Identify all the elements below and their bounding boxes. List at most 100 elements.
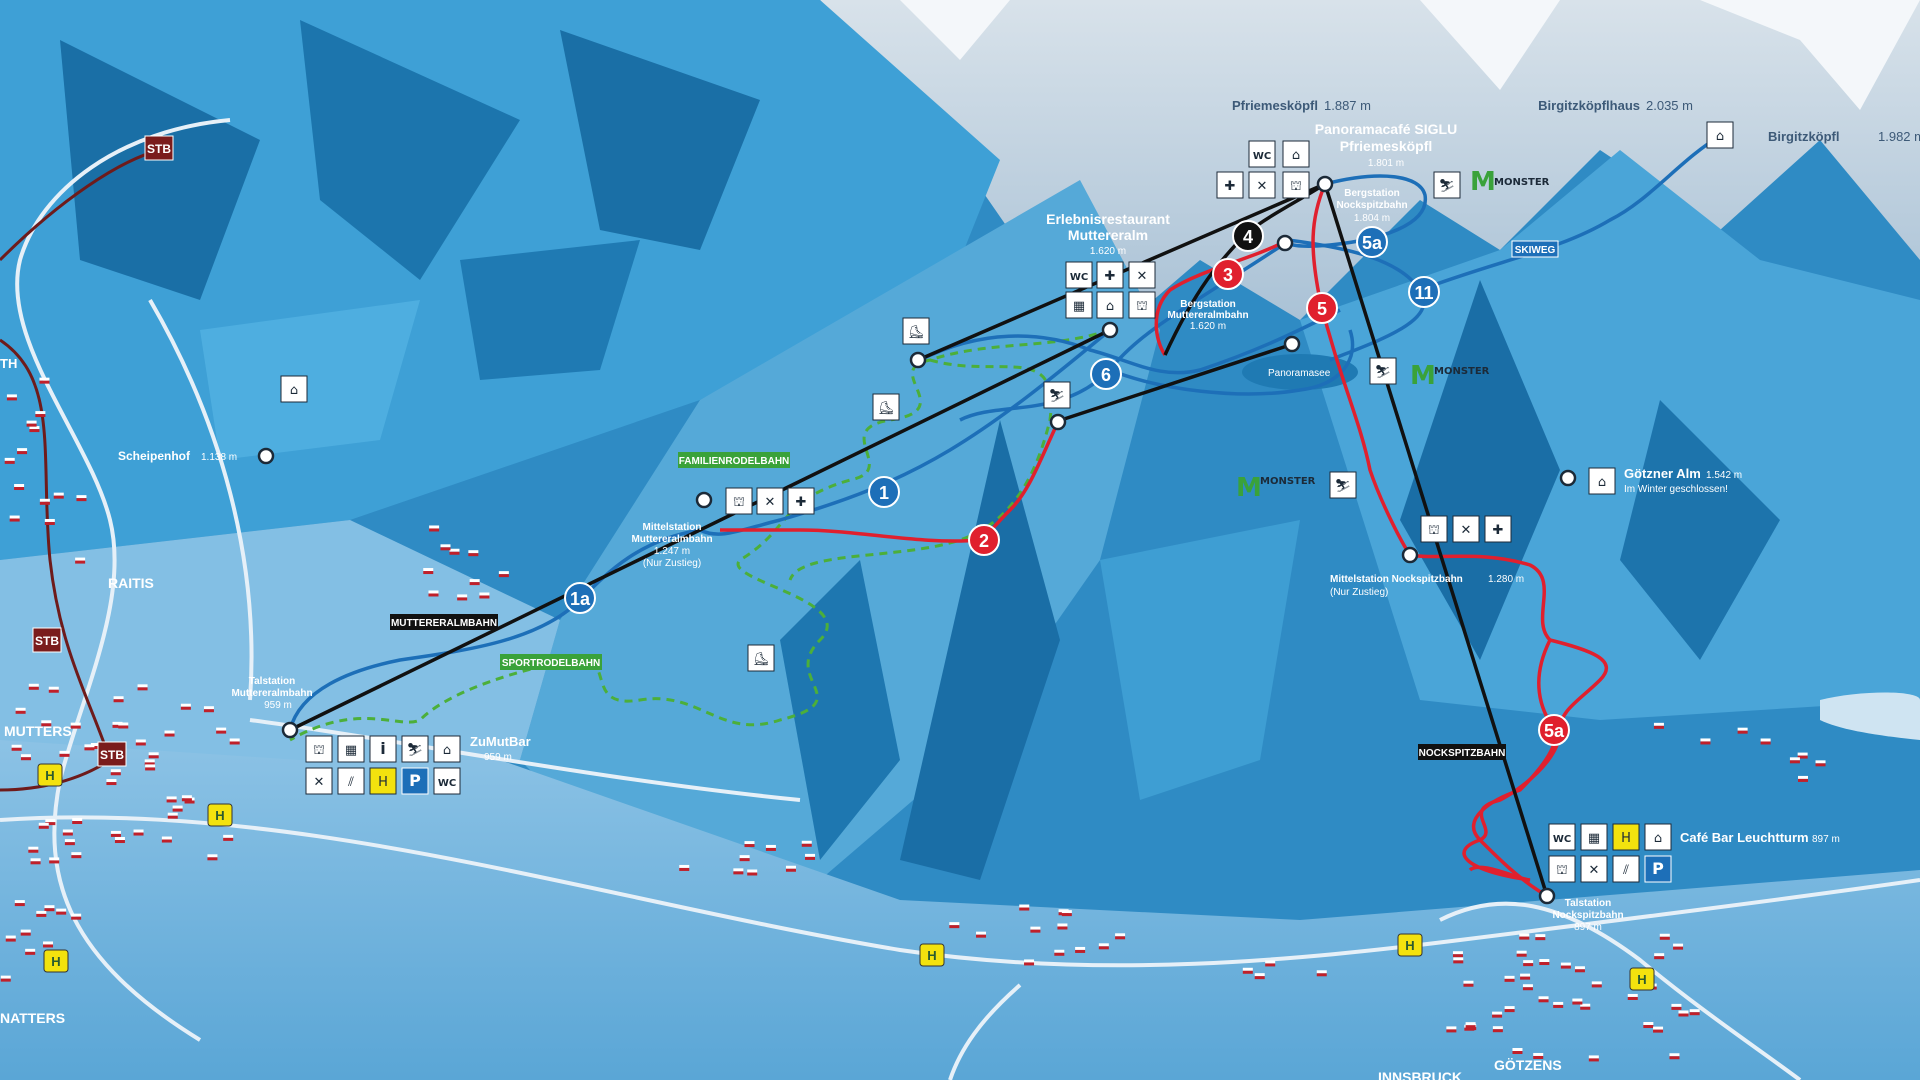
house-roof bbox=[1580, 1006, 1591, 1010]
run-marker-5a-top[interactable]: 5a bbox=[1356, 226, 1388, 258]
station-talstation-nockspitzbahn[interactable] bbox=[1538, 887, 1556, 905]
run-marker-11[interactable]: 11 bbox=[1408, 276, 1440, 308]
gondola-icon[interactable]: ⛫ bbox=[1548, 855, 1576, 883]
house-roof bbox=[1523, 963, 1534, 967]
gondola-icon[interactable]: ⛫ bbox=[725, 487, 753, 515]
ski-rental-icon[interactable]: ⫽ bbox=[337, 767, 365, 795]
restaurant-icon[interactable]: ✕ bbox=[1580, 855, 1608, 883]
first-aid-icon[interactable]: ✚ bbox=[1484, 515, 1512, 543]
run-marker-5a[interactable]: 5a bbox=[1538, 714, 1570, 746]
hut-icon[interactable]: ⌂ bbox=[1282, 140, 1310, 168]
wc-icon[interactable]: WC bbox=[1065, 261, 1093, 289]
restaurant-icon[interactable]: ✕ bbox=[305, 767, 333, 795]
mittel-nock-note: (Nur Zustieg) bbox=[1330, 587, 1388, 598]
house bbox=[457, 594, 468, 598]
house bbox=[1588, 1055, 1599, 1059]
birgitzkoepflhaus-alt: 2.035 m bbox=[1646, 98, 1693, 113]
snowpark-icon[interactable]: ⛷ bbox=[1369, 357, 1397, 385]
mittel-nock-l1: Mittelstation Nockspitzbahn bbox=[1330, 574, 1463, 585]
muttereralmbahn-tag: MUTTERERALMBAHN bbox=[390, 614, 498, 630]
gondola-icon[interactable]: ⛫ bbox=[1128, 291, 1156, 319]
station-lift-end[interactable] bbox=[1049, 413, 1067, 431]
run-marker-3[interactable]: 3 bbox=[1212, 258, 1244, 290]
house bbox=[1797, 775, 1808, 779]
sled-icon[interactable]: ⛸ bbox=[872, 393, 900, 421]
gondola-icon[interactable]: ⛫ bbox=[1282, 171, 1310, 199]
run-marker-2[interactable]: 2 bbox=[968, 524, 1000, 556]
house bbox=[39, 498, 50, 502]
parking-icon[interactable]: P bbox=[401, 767, 429, 795]
house bbox=[498, 571, 509, 575]
hut-icon[interactable]: ⌂ bbox=[433, 735, 461, 763]
house bbox=[62, 829, 73, 833]
zumutbar-alt: 959 m bbox=[484, 752, 512, 763]
station-talstation-muttereralmbahn[interactable] bbox=[281, 721, 299, 739]
svg-text:H: H bbox=[215, 808, 224, 823]
house-roof bbox=[468, 553, 479, 557]
skier-icon[interactable]: ⛷ bbox=[1043, 381, 1071, 409]
station-mittelstation-nockspitzbahn[interactable] bbox=[1401, 546, 1419, 564]
hut-icon[interactable]: ⌂ bbox=[1644, 823, 1672, 851]
station-lift-top[interactable] bbox=[909, 351, 927, 369]
house bbox=[423, 568, 434, 572]
gondola-icon[interactable]: ⛫ bbox=[1420, 515, 1448, 543]
wc-icon[interactable]: WC bbox=[1548, 823, 1576, 851]
sled-icon[interactable]: ⛸ bbox=[747, 644, 775, 672]
run-marker-5[interactable]: 5 bbox=[1306, 292, 1338, 324]
snowpark-icon[interactable]: ⛷ bbox=[1433, 171, 1461, 199]
hut-icon[interactable]: ⌂ bbox=[280, 375, 308, 403]
hut-icon[interactable]: ⌂ bbox=[1096, 291, 1124, 319]
snowpark-icon[interactable]: ⛷ bbox=[1329, 471, 1357, 499]
info-icon[interactable]: i bbox=[369, 735, 397, 763]
house-roof bbox=[1678, 1013, 1689, 1017]
ticket-icon[interactable]: ▦ bbox=[1065, 291, 1093, 319]
house bbox=[733, 868, 744, 872]
wc-icon[interactable]: WC bbox=[1248, 140, 1276, 168]
hut-icon[interactable]: ⌂ bbox=[1588, 467, 1616, 495]
siglu-alt: 1.801 m bbox=[1368, 158, 1404, 169]
house bbox=[1815, 760, 1826, 764]
restaurant-icon[interactable]: ✕ bbox=[1452, 515, 1480, 543]
house-roof bbox=[164, 733, 175, 737]
run-marker-1[interactable]: 1 bbox=[868, 476, 900, 508]
first-aid-icon[interactable]: ✚ bbox=[787, 487, 815, 515]
station-mittelstation-muttereralmbahn[interactable] bbox=[695, 491, 713, 509]
first-aid-icon[interactable]: ✚ bbox=[1216, 171, 1244, 199]
parking-icon[interactable]: P bbox=[1644, 855, 1672, 883]
svg-text:▦: ▦ bbox=[345, 743, 357, 758]
house-roof bbox=[747, 872, 758, 876]
wc-icon[interactable]: WC bbox=[433, 767, 461, 795]
snow-peak bbox=[900, 0, 1010, 60]
station-pfriemeskoepfl[interactable] bbox=[1316, 175, 1334, 193]
restaurant-icon[interactable]: ✕ bbox=[1248, 171, 1276, 199]
hut-icon[interactable]: ⌂ bbox=[1706, 121, 1734, 149]
ticket-icon[interactable]: ▦ bbox=[337, 735, 365, 763]
house bbox=[449, 548, 460, 552]
restaurant-icon[interactable]: ✕ bbox=[756, 487, 784, 515]
house bbox=[118, 722, 129, 726]
skier-icon[interactable]: ⛷ bbox=[401, 735, 429, 763]
station-scheipenhof[interactable] bbox=[257, 447, 275, 465]
house bbox=[1737, 727, 1748, 731]
bus-stop-icon[interactable]: H bbox=[1612, 823, 1640, 851]
house bbox=[164, 730, 175, 734]
station-bergstation-muttereralmbahn[interactable] bbox=[1101, 321, 1119, 339]
station-run6-top[interactable] bbox=[1276, 234, 1294, 252]
run-marker-4[interactable]: 4 bbox=[1232, 220, 1264, 252]
run-marker-6[interactable]: 6 bbox=[1090, 358, 1122, 390]
station-goetzner-alm[interactable] bbox=[1559, 469, 1577, 487]
house-roof bbox=[449, 551, 460, 555]
station-panoramasee[interactable] bbox=[1283, 335, 1301, 353]
sled-icon[interactable]: ⛸ bbox=[902, 317, 930, 345]
house-roof bbox=[28, 849, 39, 853]
svg-text:⌂: ⌂ bbox=[443, 743, 451, 758]
stb-badge: STB bbox=[144, 135, 174, 161]
bus-stop-icon[interactable]: H bbox=[369, 767, 397, 795]
restaurant-icon[interactable]: ✕ bbox=[1128, 261, 1156, 289]
svg-text:⛫: ⛫ bbox=[313, 743, 325, 758]
ticket-icon[interactable]: ▦ bbox=[1580, 823, 1608, 851]
run-marker-1a[interactable]: 1a bbox=[564, 582, 596, 614]
gondola-icon[interactable]: ⛫ bbox=[305, 735, 333, 763]
ski-rental-icon[interactable]: ⫽ bbox=[1612, 855, 1640, 883]
first-aid-icon[interactable]: ✚ bbox=[1096, 261, 1124, 289]
